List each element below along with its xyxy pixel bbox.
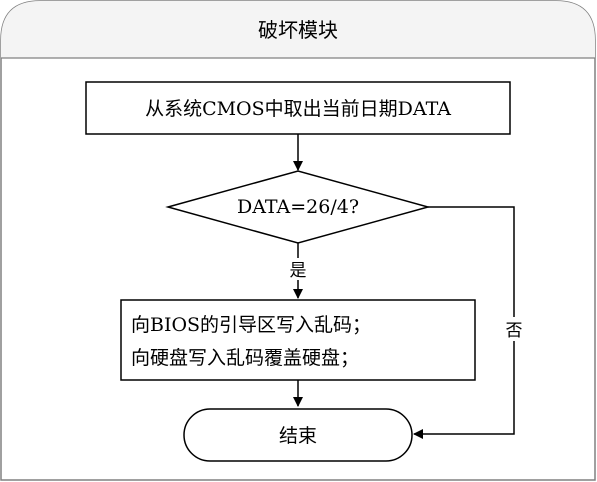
- no-label-background: [501, 317, 527, 341]
- end-terminator: [183, 408, 413, 462]
- corrupt-disk-label: 向硬盘写入乱码覆盖硬盘；: [131, 347, 359, 369]
- date-check-label: DATA=26/4?: [237, 196, 359, 218]
- corrupt-disk-process: [120, 299, 476, 381]
- module-title: 破坏模块: [258, 18, 338, 42]
- corrupt-bios-label: 向BIOS的引导区写入乱码；: [131, 314, 371, 336]
- end-label: 结束: [279, 425, 317, 447]
- module-header-background: [1, 1, 595, 58]
- get-date-process: [85, 81, 511, 135]
- get-date-label: 从系统CMOS中取出当前日期DATA: [145, 98, 451, 120]
- no-label: 否: [506, 321, 523, 341]
- yes-label-background: [286, 258, 310, 280]
- yes-label: 是: [290, 261, 307, 281]
